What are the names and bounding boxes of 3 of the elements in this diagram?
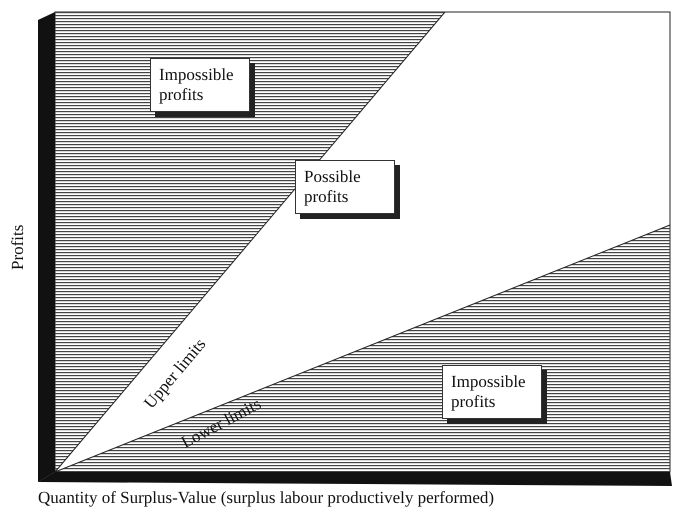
axis-label: Profits [8,224,28,270]
axis-label: Quantity of Surplus-Value (surplus labour productively performed) [38,488,494,508]
line-label: Lower limits [178,394,265,453]
